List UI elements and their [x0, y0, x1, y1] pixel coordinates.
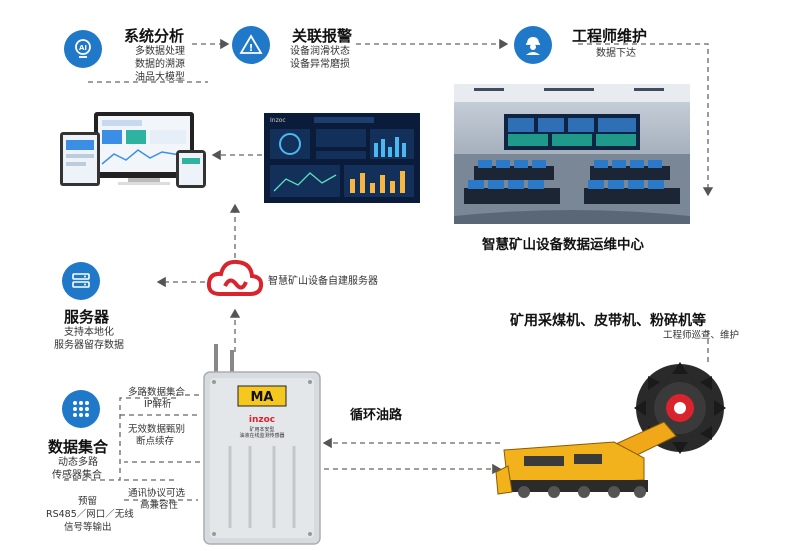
reserved-line-2: RS485／网口／无线 — [46, 509, 134, 520]
server-line-2: 服务器留存数据 — [54, 340, 124, 351]
device-line-1: 矿用本安型 — [249, 426, 274, 433]
device-logo: inzoc — [249, 415, 275, 425]
alarm-line-2: 设备异常磨损 — [290, 59, 350, 70]
warning-icon: ! — [232, 26, 270, 64]
collect-title: 数据集合 — [48, 438, 109, 456]
sensor-device-image: MA inzoc 矿用本安型 油液在线监测传感器 — [203, 344, 321, 545]
cloud-service-label: 智慧矿山设备自建服务器 — [268, 276, 378, 287]
dashboard-brand: Inzoc — [270, 117, 286, 124]
machines-label: 矿用采煤机、皮带机、粉碎机等 — [510, 313, 706, 329]
multi-collect-line-1: 多路数据集合 — [128, 387, 186, 398]
server-icon — [62, 262, 100, 300]
protocol-line-2: 高兼容性 — [140, 500, 179, 511]
machines-sub-label: 工程师巡查、维护 — [663, 330, 740, 341]
cloud-icon — [206, 259, 264, 296]
shearer-machine-image — [495, 362, 726, 498]
engineer-line-1: 数据下达 — [596, 48, 636, 59]
dashboard-image: Inzoc — [264, 113, 420, 203]
device-brand: MA — [251, 390, 274, 405]
server-title: 服务器 — [64, 308, 110, 326]
device-line-2: 油液在线监测传感器 — [239, 432, 284, 439]
analysis-title: 系统分析 — [124, 27, 185, 45]
collect-line-2: 传感器集合 — [52, 470, 102, 481]
engineer-title: 工程师维护 — [572, 27, 648, 45]
control-room-image — [454, 84, 690, 224]
invalid-filter-line-2: 断点续存 — [136, 436, 175, 447]
protocol-line-1: 通讯协议可选 — [128, 488, 186, 499]
server-line-1: 支持本地化 — [64, 327, 114, 338]
ops-center-label: 智慧矿山设备数据运维中心 — [482, 237, 644, 253]
alarm-line-1: 设备润滑状态 — [290, 46, 350, 57]
alarm-title: 关联报警 — [292, 27, 353, 45]
engineer-icon — [514, 26, 552, 64]
analysis-line-1: 多数据处理 — [135, 46, 185, 57]
analysis-line-2: 数据的溯源 — [135, 59, 185, 70]
reserved-line-3: 信号等输出 — [64, 522, 112, 533]
collect-line-1: 动态多路 — [58, 457, 98, 468]
invalid-filter-line-1: 无效数据甄别 — [128, 424, 186, 435]
ai-icon-label: AI — [79, 44, 87, 52]
multi-collect-line-2: IP解析 — [144, 399, 172, 410]
reserved-line-1: 预留 — [78, 496, 98, 507]
analysis-line-3: 油品大模型 — [135, 72, 185, 83]
warning-icon-label: ! — [249, 43, 254, 54]
data-collect-icon — [62, 390, 100, 428]
oil-loop-label: 循环油路 — [350, 408, 403, 423]
ai-icon: AI — [64, 30, 102, 68]
monitor-devices-image — [60, 112, 206, 188]
